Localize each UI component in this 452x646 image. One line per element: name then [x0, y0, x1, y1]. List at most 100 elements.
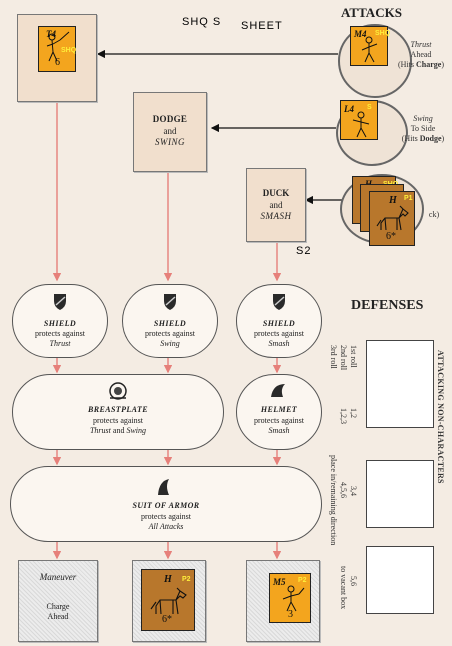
- shield-title: SHIELD: [43, 319, 77, 328]
- dodge-swing-box[interactable]: DODGE and SWING: [133, 92, 207, 172]
- helmet-icon: [271, 384, 285, 397]
- horse-icon: [376, 205, 409, 231]
- smash-label: SMASH: [260, 211, 292, 221]
- helmet-title: HELMET: [260, 405, 298, 414]
- m4-counter[interactable]: M4 SHQ: [350, 26, 391, 66]
- horse-icon: [150, 587, 187, 615]
- helmet-icon: [158, 479, 169, 495]
- counter-tag: SHQ: [375, 30, 391, 37]
- counter-id: H: [164, 574, 172, 585]
- shield-swing-oval[interactable]: SHIELD protects against Swing: [122, 284, 218, 358]
- counter-id: H: [389, 195, 397, 206]
- duck-smash-box[interactable]: DUCK and SMASH: [246, 168, 306, 242]
- breastplate-target-a: Thrust: [89, 426, 111, 435]
- shq-counter[interactable]: T4 SHQ 6: [38, 26, 76, 72]
- swordsman-icon: [46, 31, 70, 62]
- swing-hits-open: (Hits: [401, 134, 420, 143]
- maneuver-label: Maneuver: [39, 572, 77, 582]
- charge-maneuver-box[interactable]: T4 SHQ 6: [17, 14, 97, 102]
- shield-icon: [164, 294, 176, 310]
- sheet-label-b: SHEET: [241, 20, 283, 32]
- charge-result-box[interactable]: Maneuver Charge Ahead: [18, 560, 98, 642]
- thrust-label: Thrust: [410, 40, 432, 49]
- duck-and-label: and: [269, 200, 283, 210]
- suit-of-armor-oval[interactable]: SUIT OF ARMOR protects against All Attac…: [10, 466, 322, 542]
- counter-strength: 3: [288, 609, 293, 620]
- charge-label: Charge: [46, 602, 70, 611]
- thrust-attack-text: Thrust Ahead (Hits Charge): [396, 40, 446, 70]
- defenses-title: DEFENSES: [351, 298, 424, 313]
- attacks-title: ATTACKS: [341, 5, 402, 20]
- rolls-first: 1st roll: [349, 345, 358, 368]
- thrust-hits-target: Charge: [416, 60, 442, 69]
- counter-id: L4: [344, 104, 354, 114]
- counter-tag: P2: [298, 577, 307, 584]
- smash-attack-partial: ck): [428, 210, 440, 219]
- swing-hits-target: Dodge: [419, 134, 442, 143]
- counter-tag: P2: [182, 576, 191, 583]
- breastplate-target-b: Swing: [126, 426, 147, 435]
- swing-hits-close: ): [441, 134, 445, 143]
- helmet-protects: protects against: [254, 416, 304, 425]
- non-character-box-3[interactable]: [366, 546, 434, 614]
- shield-protects: protects against: [254, 329, 304, 338]
- duck-label: DUCK: [262, 188, 290, 198]
- h-p1-counter[interactable]: H P1 6*: [369, 191, 415, 246]
- counter-id: M5: [273, 577, 286, 587]
- breastplate-title: BREASTPLATE: [88, 405, 148, 414]
- m5-counter[interactable]: M5 P2 3: [269, 573, 311, 623]
- breastplate-oval[interactable]: BREASTPLATE protects against Thrust and …: [12, 374, 224, 450]
- shield-target: Swing: [160, 339, 180, 348]
- rolls-value-b: 1,2,3: [339, 408, 348, 424]
- mid-value-a: 3,4: [349, 486, 358, 496]
- suit-protects: protects against: [141, 512, 191, 521]
- dodge-and-label: and: [163, 126, 177, 136]
- shield-smash-oval[interactable]: SHIELD protects against Smash: [236, 284, 322, 358]
- bottom-value: 5,6: [349, 576, 358, 586]
- shield-target: Thrust: [49, 339, 71, 348]
- counter-id: M4: [354, 29, 367, 39]
- sheet-label-a: SHQ S: [182, 16, 222, 28]
- l4-counter[interactable]: L4 S: [340, 100, 378, 140]
- ahead-label: Ahead: [47, 612, 69, 621]
- swing-label: SWING: [155, 137, 185, 147]
- thrust-ahead-label: Ahead: [410, 50, 432, 59]
- breastplate-icon: [109, 382, 127, 400]
- breastplate-and: and: [110, 426, 127, 435]
- breastplate-protects: protects against: [93, 416, 143, 425]
- counter-tag: P1: [404, 195, 413, 202]
- mid-instruction: place in/remaining direction: [329, 455, 338, 546]
- non-character-box-1[interactable]: [366, 340, 434, 428]
- suit-title: SUIT OF ARMOR: [132, 501, 200, 510]
- suit-target: All Attacks: [148, 522, 184, 531]
- h-p2-counter[interactable]: H P2 6*: [141, 569, 195, 631]
- rolls-third: 3rd roll: [329, 345, 338, 369]
- swordsman-icon: [352, 111, 370, 138]
- shield-thrust-oval[interactable]: SHIELD protects against Thrust: [12, 284, 108, 358]
- non-character-box-2[interactable]: [366, 460, 434, 528]
- counter-strength: 6*: [386, 231, 396, 242]
- shield-title: SHIELD: [153, 319, 187, 328]
- shield-protects: protects against: [35, 329, 85, 338]
- counter-strength: 6: [55, 57, 60, 68]
- shield-protects: protects against: [145, 329, 195, 338]
- smash-result-box[interactable]: M5 P2 3: [246, 560, 320, 642]
- shield-target: Smash: [268, 339, 290, 348]
- rolls-value-a: 1,2: [349, 408, 358, 418]
- counter-tag: SHQ: [61, 47, 77, 54]
- swing-attack-label: Swing: [413, 114, 433, 123]
- swing-result-box[interactable]: H P2 6*: [132, 560, 206, 642]
- shield-title: SHIELD: [262, 319, 296, 328]
- helmet-oval[interactable]: HELMET protects against Smash: [236, 374, 322, 450]
- swordsman-icon: [282, 585, 305, 612]
- helmet-target: Smash: [268, 426, 290, 435]
- thrust-hits-close: ): [441, 60, 444, 69]
- swing-attack-text: Swing To Side (Hits Dodge): [396, 114, 450, 144]
- shield-icon: [273, 294, 285, 310]
- section-label: S2: [296, 245, 312, 257]
- rolls-second: 2nd roll: [339, 345, 348, 371]
- counter-strength: 6*: [162, 614, 172, 625]
- counter-tag: S: [367, 104, 372, 111]
